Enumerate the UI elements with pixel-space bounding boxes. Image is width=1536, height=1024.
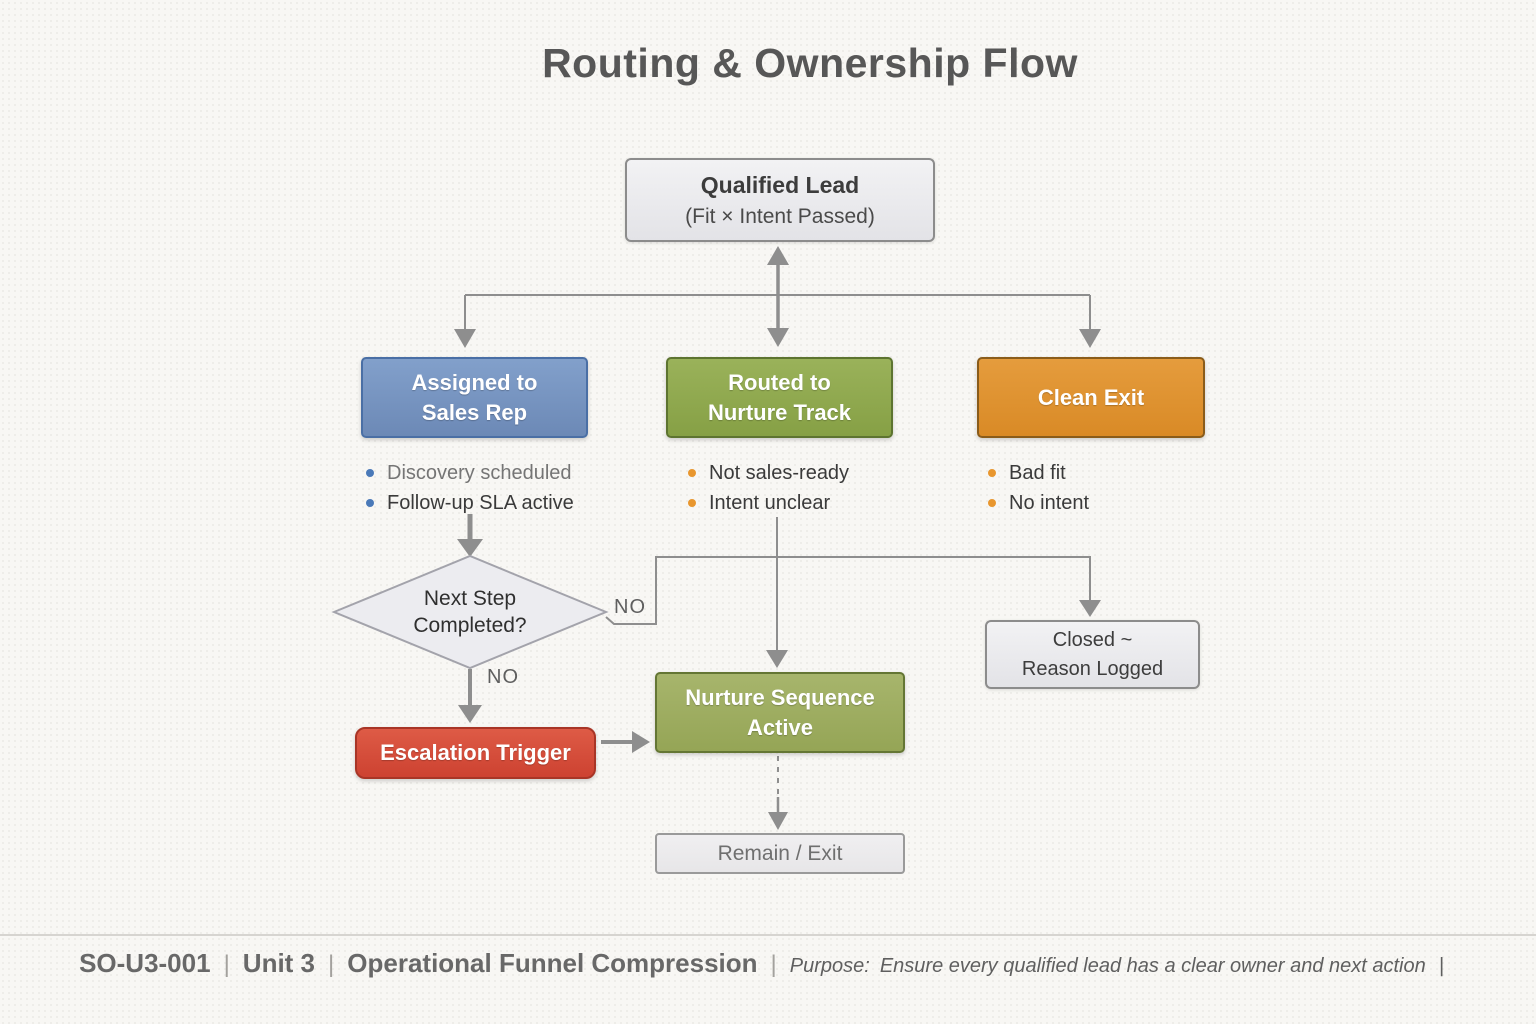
clean-exit-bullet-list: Bad fit No intent (988, 458, 1089, 518)
decision-label: Next Step Completed? (365, 585, 575, 640)
list-item: No intent (988, 488, 1089, 518)
bullet-text: Bad fit (1009, 461, 1066, 484)
bullet-text: Discovery scheduled (387, 461, 572, 484)
bullet-dot-icon (688, 499, 696, 507)
nurture-active-line2: Active (746, 714, 814, 740)
edge-assigned-to-decision (457, 514, 483, 557)
bullet-text: Follow-up SLA active (387, 491, 574, 514)
list-item: Not sales-ready (688, 458, 849, 488)
edge-decision-no-to-escalation (458, 669, 482, 723)
assigned-bullet-list: Discovery scheduled Follow-up SLA active (366, 458, 574, 518)
footer-purpose-text: Ensure every qualified lead has a clear … (879, 955, 1426, 977)
bullet-text: No intent (1009, 491, 1090, 514)
edge-label-no-down: NO (487, 666, 519, 688)
edge-decision-no-to-closed (605, 556, 1101, 625)
bullet-dot-icon (688, 469, 696, 477)
clean-exit-label: Clean Exit (1037, 384, 1145, 410)
list-item: Discovery scheduled (366, 458, 574, 488)
list-item: Bad fit (988, 458, 1089, 488)
node-assigned-to-sales-rep: Assigned to Sales Rep (361, 357, 588, 438)
bullet-text: Not sales-ready (709, 461, 850, 484)
nurture-active-line1: Nurture Sequence (685, 684, 875, 710)
decision-line2: Completed? (413, 614, 527, 638)
escalation-label: Escalation Trigger (380, 740, 571, 766)
assigned-line1: Assigned to (411, 369, 538, 395)
edge-branch-bar (454, 294, 1101, 348)
node-closed-reason-logged: Closed ~ Reason Logged (985, 620, 1200, 689)
footer-unit: Unit 3 (242, 948, 316, 978)
footer-divider (0, 934, 1536, 936)
bullet-dot-icon (366, 499, 374, 507)
bullet-text: Intent unclear (709, 491, 831, 514)
footer-separator: | (770, 951, 777, 978)
closed-line1: Closed ~ (1052, 628, 1133, 651)
edge-routed-to-nurture-active (766, 517, 788, 668)
footer-separator: | (328, 951, 335, 978)
list-item: Intent unclear (688, 488, 849, 518)
node-nurture-sequence-active: Nurture Sequence Active (655, 672, 905, 753)
node-clean-exit: Clean Exit (977, 357, 1205, 438)
edge-label-no-right: NO (614, 596, 646, 618)
qualified-lead-line1: Qualified Lead (700, 171, 860, 198)
footer: SO-U3-001 | Unit 3 | Operational Funnel … (0, 948, 1536, 979)
footer-separator: | (223, 951, 230, 978)
edge-nurture-to-remain (768, 756, 788, 830)
routed-line2: Nurture Track (707, 399, 852, 425)
page-title: Routing & Ownership Flow (542, 40, 1078, 86)
footer-separator: | (1438, 955, 1444, 977)
footer-doc-id: SO-U3-001 (79, 948, 211, 978)
node-escalation-trigger: Escalation Trigger (355, 727, 596, 779)
footer-purpose-label: Purpose: (789, 955, 870, 977)
assigned-line2: Sales Rep (421, 399, 528, 425)
list-item: Follow-up SLA active (366, 488, 574, 518)
edge-qualified-to-nurture-branch (767, 246, 789, 347)
node-routed-to-nurture-track: Routed to Nurture Track (666, 357, 893, 438)
node-qualified-lead: Qualified Lead (Fit × Intent Passed) (625, 158, 935, 242)
footer-doc-title: Operational Funnel Compression (347, 948, 758, 978)
bullet-dot-icon (988, 469, 996, 477)
bullet-dot-icon (366, 469, 374, 477)
routed-line1: Routed to (728, 369, 831, 395)
decision-line1: Next Step (423, 587, 517, 610)
closed-line2: Reason Logged (1021, 657, 1164, 680)
routed-bullet-list: Not sales-ready Intent unclear (688, 458, 849, 518)
node-remain-exit: Remain / Exit (655, 833, 905, 874)
bullet-dot-icon (988, 499, 996, 507)
qualified-lead-line2: (Fit × Intent Passed) (685, 204, 875, 228)
edge-escalation-to-nurture-active (601, 731, 650, 753)
remain-label: Remain / Exit (717, 841, 843, 865)
